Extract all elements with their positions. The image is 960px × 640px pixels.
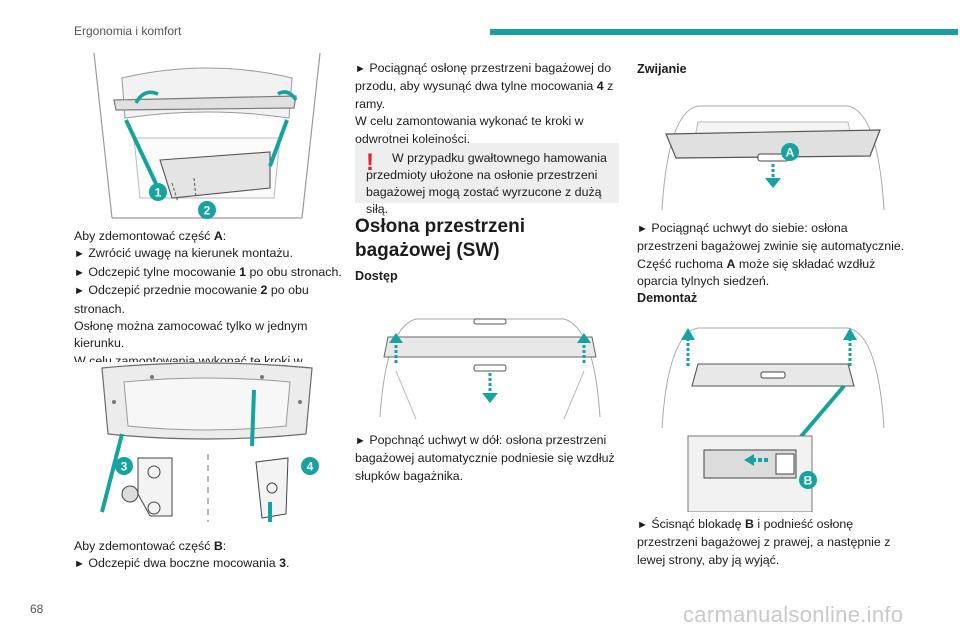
figure-sw-access xyxy=(379,318,601,420)
callout-1: 1 xyxy=(155,186,162,200)
column-3-text-bottom: ► Ścisnąć blokadę B i podnieść osłonę pr… xyxy=(637,517,891,567)
section-title: Ergonomia i komfort xyxy=(74,24,182,38)
callout-4: 4 xyxy=(307,460,314,474)
access-subheading: Dostęp xyxy=(355,269,398,283)
callout-A: A xyxy=(786,146,795,160)
column-1-text-top: Aby zdemontować część A: ► Zwrócić uwagę… xyxy=(74,229,342,385)
column-1-text-bottom: Aby zdemontować część B: ► Odczepić dwa … xyxy=(74,539,290,571)
warning-text: W przypadku gwałtownego hamowania przedm… xyxy=(366,151,607,216)
column-3-text-top: ► Pociągnąć uchwyt do siebie: osłona prz… xyxy=(637,221,905,289)
callout-2: 2 xyxy=(204,204,211,218)
column-2-text-bottom: ► Popchnąć uchwyt w dół: osłona przestrz… xyxy=(355,433,615,483)
removal-subheading: Demontaż xyxy=(637,291,698,305)
watermark: carmanualsonline.info xyxy=(683,602,904,627)
callout-3: 3 xyxy=(121,460,128,474)
page-number: 68 xyxy=(30,602,44,616)
warning-box: ! W przypadku gwałtownego hamowania prze… xyxy=(355,143,619,216)
figure-sw-rolling: A xyxy=(661,105,885,211)
warning-icon: ! xyxy=(366,149,374,176)
sw-section-heading: Osłona przestrzeni bagażowej (SW) xyxy=(355,216,525,261)
header-accent-bar xyxy=(490,29,958,35)
figure-part-b-removal: 3 4 xyxy=(74,362,340,532)
rolling-subheading: Zwijanie xyxy=(637,62,687,76)
callout-B: B xyxy=(804,474,813,488)
figure-sw-removal: B xyxy=(661,327,885,512)
column-2-text-top: ► Pociągnąć osłonę przestrzeni bagażowej… xyxy=(355,61,614,146)
figure-part-a-removal: 1 2 xyxy=(74,48,340,223)
